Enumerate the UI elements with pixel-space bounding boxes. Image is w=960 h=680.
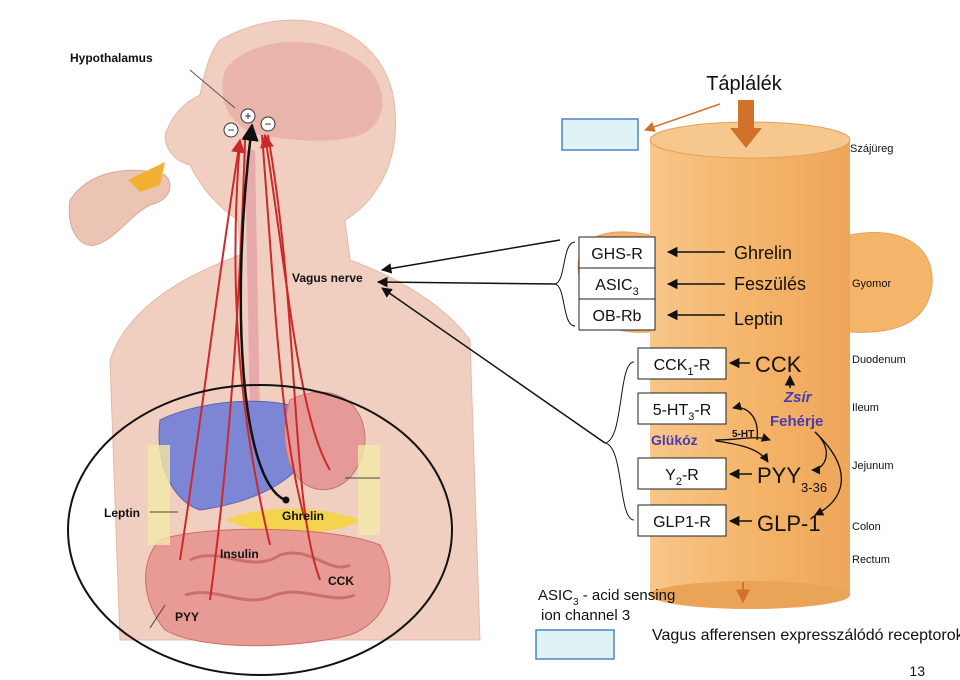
- legend-vagus-text: Vagus afferensen expresszálódó receptoro…: [652, 627, 960, 644]
- stomach-signal-group: Ghrelin Feszülés Leptin: [666, 243, 806, 329]
- label-ghrelin: Ghrelin: [282, 509, 324, 523]
- svg-text:−: −: [227, 123, 234, 137]
- stomach-shape: [284, 391, 366, 490]
- signal-feherje: Fehérje: [770, 413, 823, 430]
- gut-receptor-group: CCK1-R 5-HT3-R Y2-R GLP1-R: [604, 347, 727, 537]
- label-insulin: Insulin: [220, 547, 259, 561]
- label-cck: CCK: [328, 574, 354, 588]
- receptor-ob-rb: OB-Rb: [593, 308, 642, 325]
- brain-shape: [222, 41, 383, 141]
- signal-glukoz: Glükóz: [651, 432, 698, 448]
- svg-text:−: −: [264, 117, 271, 131]
- pancreas-shape: [225, 508, 360, 534]
- abdomen-ellipse: [67, 384, 453, 676]
- food-intake-arrow: [730, 128, 762, 148]
- food-chip-shape: [128, 162, 165, 192]
- region-rectum: Rectum: [852, 554, 890, 566]
- label-pyy: PYY: [175, 610, 199, 624]
- signal-5ht: 5-HT: [732, 429, 754, 440]
- region-colon: Colon: [852, 521, 881, 533]
- page-number: 13: [909, 663, 925, 679]
- vagal-nerves: [179, 133, 331, 601]
- title-taplalek: Táplálék: [706, 73, 783, 95]
- human-figure: + − − Hypothalamus Vagus nerve Leptin Gh…: [68, 19, 481, 647]
- legend-box-bottom: [535, 629, 615, 660]
- region-stomach: Gyomor: [852, 278, 891, 290]
- label-leptin: Leptin: [104, 506, 140, 520]
- region-mouth: Szájüreg: [850, 143, 893, 155]
- signal-zsir: Zsír: [783, 389, 813, 406]
- tube-bottom: [650, 581, 850, 609]
- signal-cck: CCK: [755, 352, 802, 377]
- receptor-asic3: ASIC3: [595, 277, 638, 298]
- arrow-stomach-to-vagus: [376, 276, 556, 288]
- label-vagus-nerve: Vagus nerve: [292, 271, 363, 285]
- legend-asic-line1: ASIC3 - acid sensing: [538, 587, 675, 608]
- label-hypothalamus: Hypothalamus: [70, 51, 153, 65]
- legend-pointer-arrow: [644, 103, 721, 132]
- receptor-cck1-r: CCK1-R: [654, 357, 711, 378]
- receptor-glp1-r: GLP1-R: [653, 514, 711, 531]
- region-ileum: Ileum: [852, 402, 879, 414]
- stomach-bracket: [554, 241, 576, 327]
- region-labels: Szájüreg Gyomor Duodenum Ileum Jejunum C…: [850, 143, 906, 566]
- gut-signal-group: CCK Zsír Fehérje 5-HT Glükóz PYY3-36 GLP…: [651, 352, 843, 536]
- legend-asic-line2: ion channel 3: [541, 607, 630, 624]
- gut-bracket: [604, 361, 635, 521]
- legend-box-top: [561, 118, 639, 151]
- signal-feszules: Feszülés: [734, 274, 806, 294]
- region-duodenum: Duodenum: [852, 354, 906, 366]
- receptor-y2-r: Y2-R: [665, 467, 699, 488]
- receptor-ghs-r: GHS-R: [591, 246, 643, 263]
- signal-ghrelin: Ghrelin: [734, 243, 792, 263]
- svg-text:+: +: [244, 109, 251, 123]
- hypothalamus-signs: + − −: [223, 108, 276, 138]
- esophagus-shape: [245, 149, 260, 421]
- intestines-shape: [145, 528, 391, 647]
- signal-glp1: GLP-1: [757, 511, 821, 536]
- signal-pyy: PYY3-36: [757, 463, 827, 495]
- region-jejunum: Jejunum: [852, 460, 894, 472]
- arrow-gut-to-vagus: [381, 287, 606, 444]
- signal-leptin: Leptin: [734, 309, 783, 329]
- receptor-5ht3-r: 5-HT3-R: [653, 402, 712, 423]
- ghrelin-pathway: [239, 123, 286, 502]
- stomach-receptor-group: GHS-R ASIC3 OB-Rb: [554, 236, 656, 331]
